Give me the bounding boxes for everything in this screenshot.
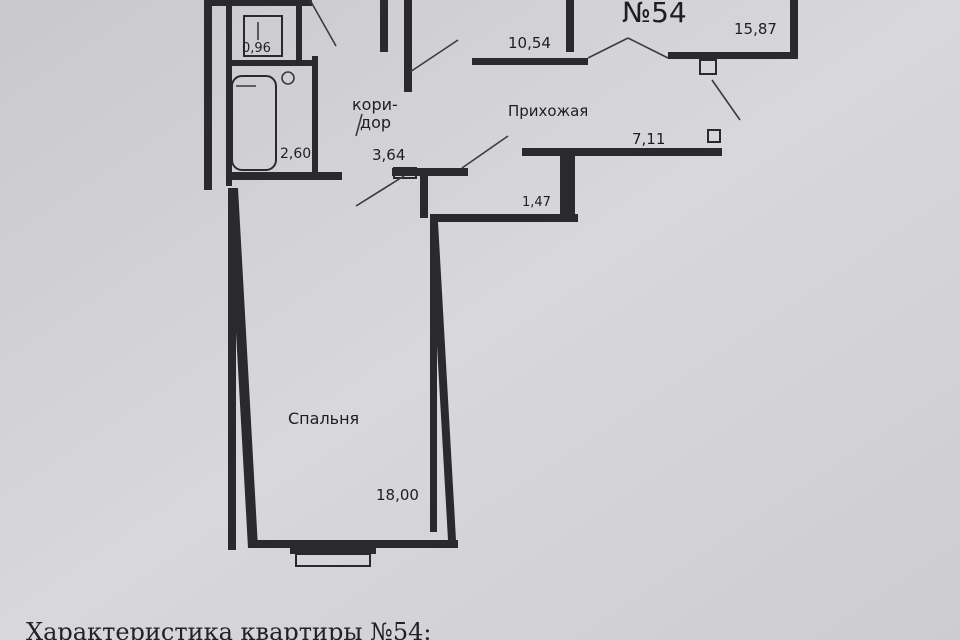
bedroom-window [290, 548, 376, 567]
corridor-name-line1: кори- [352, 95, 398, 114]
closet-area: 1,47 [522, 195, 551, 210]
room-area-15-87: 15,87 [734, 20, 777, 38]
apartment-number-label: №54 [622, 0, 687, 29]
bedroom-area: 18,00 [376, 486, 419, 504]
toilet-area: 0,96 [242, 41, 271, 56]
hallway-area: 7,11 [632, 130, 665, 148]
top-rooms-walls [472, 0, 798, 121]
corridor-name-line2: дор [360, 113, 391, 132]
hallway-name: Прихожая [508, 102, 588, 120]
bathroom-block [212, 0, 342, 186]
apartment-characteristics-title: Характеристика квартиры №54: [26, 618, 431, 640]
corridor-area: 3,64 [372, 146, 405, 164]
hallway-walls [420, 129, 722, 222]
corridor-walls [309, 0, 509, 207]
bedroom-name: Спальня [288, 409, 359, 428]
exterior-walls [204, 0, 458, 550]
bathroom-area: 2,60 [280, 146, 311, 162]
room-area-10-54: 10,54 [508, 34, 551, 52]
